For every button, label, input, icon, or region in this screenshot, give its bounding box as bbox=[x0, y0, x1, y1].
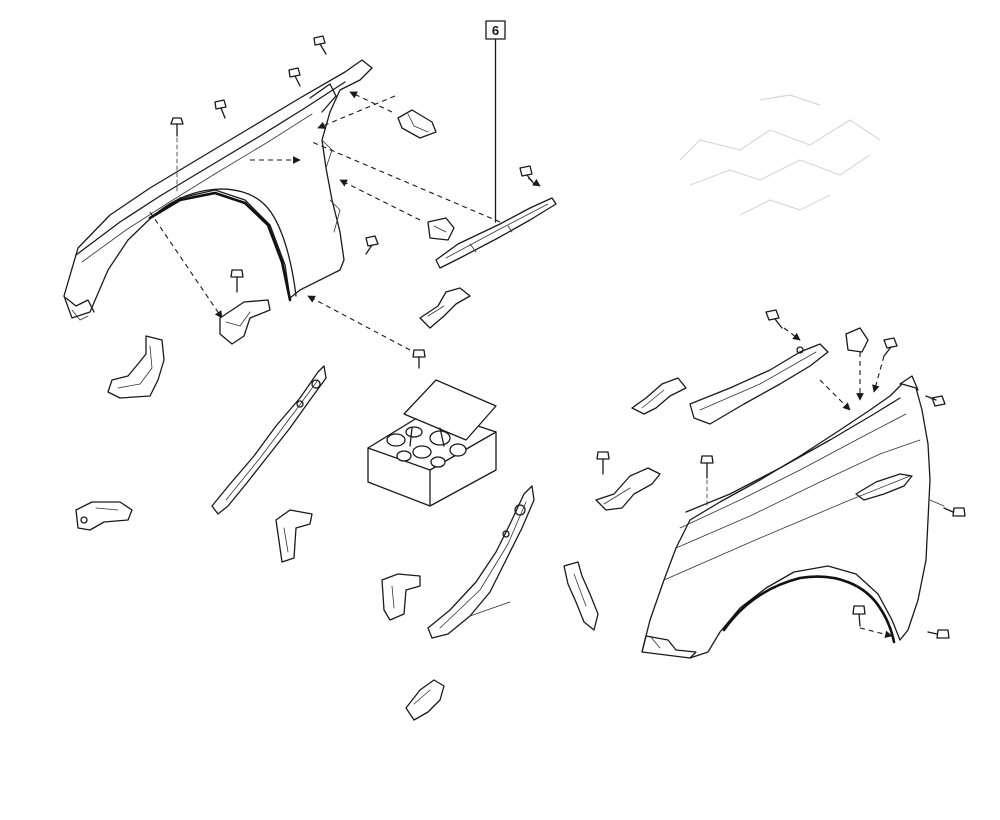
callout-6: 6 bbox=[485, 20, 506, 223]
bracket-part bbox=[419, 287, 471, 329]
bracket-part bbox=[397, 109, 437, 139]
screw-icon bbox=[214, 99, 227, 119]
bracket-part bbox=[211, 365, 327, 515]
bracket-part bbox=[595, 467, 661, 511]
fastener-pile bbox=[386, 426, 467, 468]
screw-icon bbox=[519, 165, 535, 185]
bracket-part bbox=[631, 377, 687, 415]
bracket-part bbox=[381, 573, 421, 621]
screw-icon bbox=[313, 35, 327, 55]
bracket-part bbox=[563, 561, 599, 631]
rail-part bbox=[689, 343, 829, 425]
bracket-part bbox=[275, 509, 313, 563]
screw-icon bbox=[927, 629, 950, 639]
bracket-part bbox=[405, 679, 445, 721]
bracket-part bbox=[845, 327, 869, 353]
screw-icon bbox=[230, 269, 244, 293]
screw-icon bbox=[943, 507, 966, 517]
callout-label-6: 6 bbox=[492, 23, 499, 38]
bracket-part bbox=[107, 335, 165, 399]
screw-icon bbox=[700, 455, 714, 509]
screw-icon bbox=[765, 309, 783, 329]
screw-icon bbox=[596, 451, 610, 475]
bracket-part bbox=[75, 501, 133, 531]
screw-icon bbox=[170, 117, 184, 193]
left-fender bbox=[63, 59, 373, 321]
screw-icon bbox=[412, 349, 426, 369]
rail-part-6 bbox=[435, 197, 557, 269]
screw-icon bbox=[883, 337, 898, 357]
bracket-part bbox=[219, 299, 271, 345]
fastener-box bbox=[367, 379, 497, 507]
bracket-part bbox=[427, 217, 455, 241]
bracket-part bbox=[427, 485, 535, 639]
screw-icon bbox=[288, 67, 301, 87]
screw-icon bbox=[925, 395, 946, 407]
screw-icon bbox=[365, 235, 379, 255]
right-fender bbox=[641, 375, 931, 659]
screw-icon bbox=[852, 605, 866, 627]
watermark bbox=[679, 94, 881, 216]
